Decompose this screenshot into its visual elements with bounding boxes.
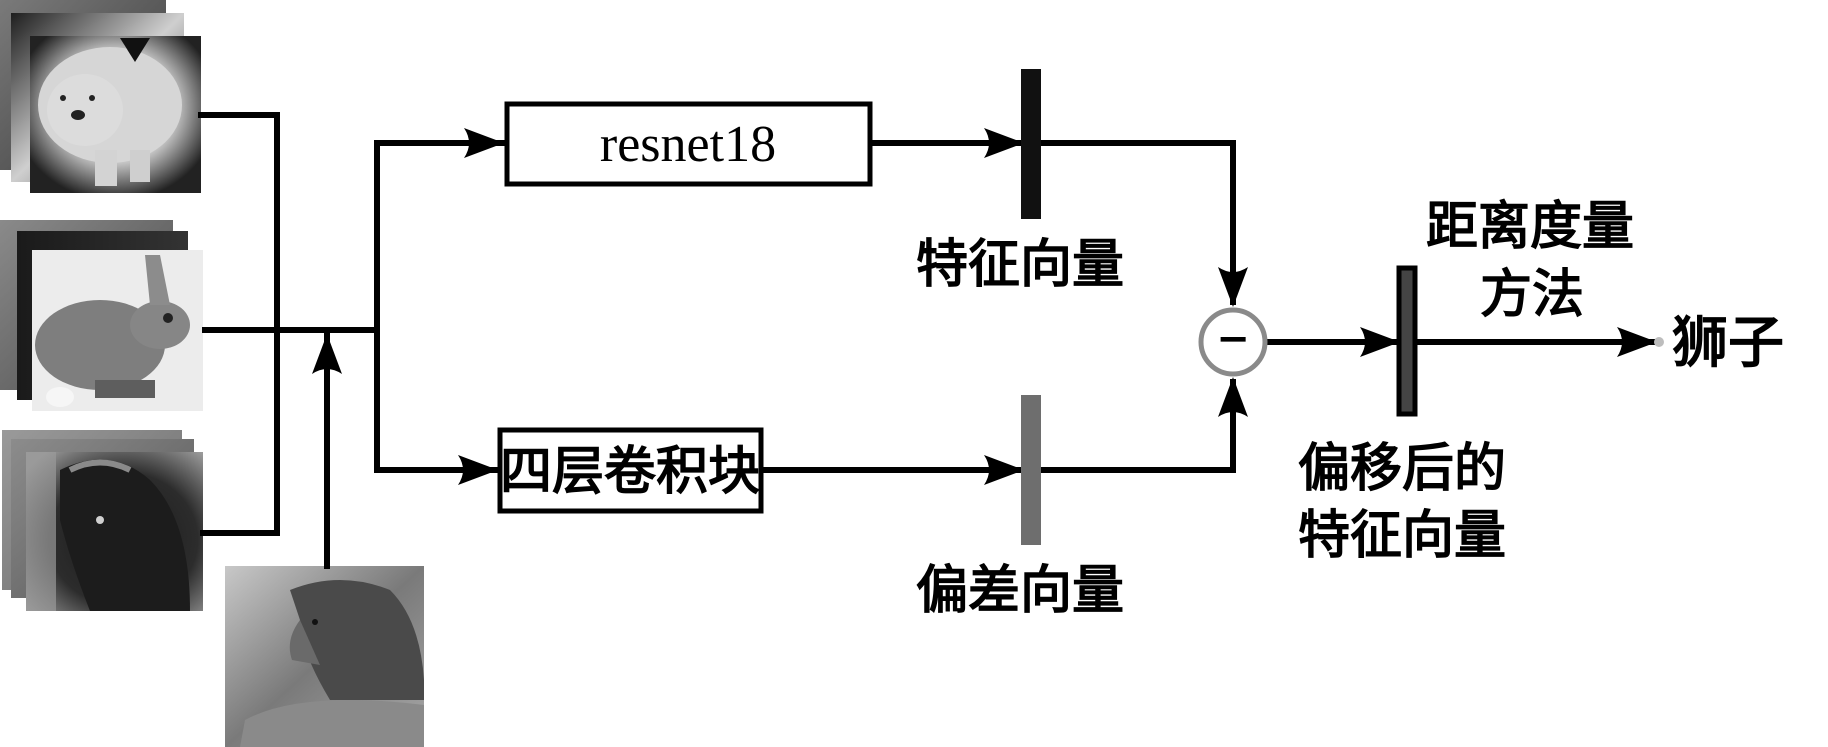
- support-connectors: [198, 112, 505, 569]
- support-image-stack-lion: [2, 430, 203, 611]
- feature-to-subtract: [1041, 140, 1248, 307]
- resnet18-block: resnet18: [504, 101, 873, 187]
- dog-image-front: [30, 36, 201, 193]
- bias-vector-label: 偏差向量: [916, 560, 1124, 621]
- output-dot: [1654, 337, 1664, 347]
- subtract-operator: −: [1198, 307, 1268, 377]
- rabbit-image-front: [32, 250, 203, 411]
- conv-block: 四层卷积块: [497, 427, 764, 514]
- metric-label-line2: 方法: [1480, 264, 1584, 325]
- bias-vector-bar: [1021, 395, 1041, 545]
- feature-vector-bar: [1021, 69, 1041, 219]
- bias-to-subtract: [1041, 377, 1248, 473]
- shifted-vector-label-line2: 特征向量: [1298, 505, 1506, 566]
- support-image-stack-rabbit: [0, 220, 203, 411]
- query-image-lion: [225, 566, 424, 747]
- subtract-ring: [1198, 307, 1268, 377]
- metric-label-line1: 距离度量: [1426, 196, 1634, 257]
- minus-icon: −: [1216, 316, 1250, 362]
- feature-vector-label: 特征向量: [916, 234, 1124, 295]
- conv-block-label: 四层卷积块: [500, 441, 760, 502]
- lion-image-front: [26, 452, 203, 611]
- dog-connector: [198, 112, 280, 536]
- shifted-vector-label-line1: 偏移后的: [1298, 438, 1506, 499]
- resnet18-label: resnet18: [600, 116, 776, 173]
- output-label: 狮子: [1672, 310, 1784, 376]
- shifted-feature-vector-bar: [1396, 265, 1418, 417]
- support-image-stack-dog: [0, 0, 201, 193]
- block-output-connectors: [761, 128, 1657, 485]
